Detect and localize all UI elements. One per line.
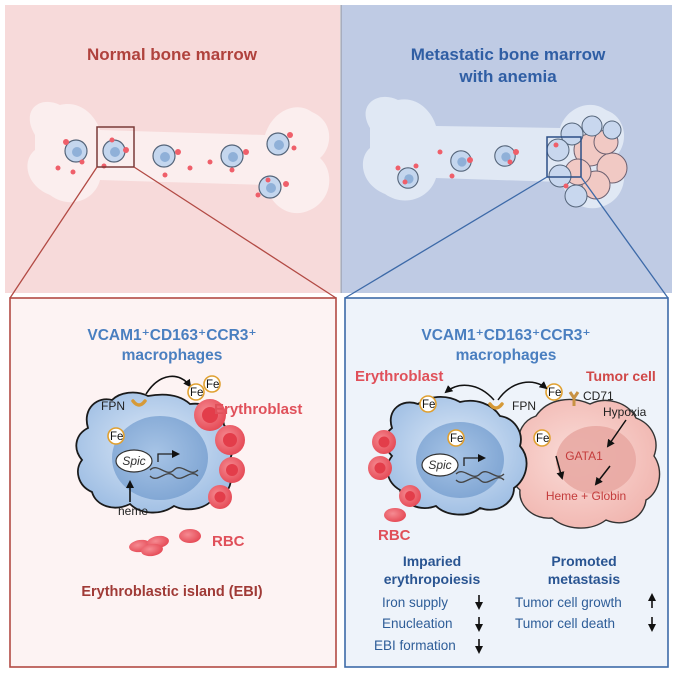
promoted-title-2: metastasis	[548, 571, 621, 587]
svg-text:Fe: Fe	[422, 399, 435, 411]
normal-fe-in: Fe	[107, 427, 125, 445]
normal-heme-label: heme	[118, 504, 148, 518]
metastatic-fpn-label: FPN	[512, 399, 536, 413]
normal-title: Normal bone marrow	[87, 45, 258, 64]
hypoxia-arrow	[606, 419, 627, 448]
normal-fpn-label: FPN	[101, 399, 125, 413]
svg-text:Spic: Spic	[122, 454, 145, 468]
metastatic-erythroblasts	[368, 430, 421, 507]
svg-text:Fe: Fe	[110, 431, 123, 443]
svg-text:Fe: Fe	[548, 387, 561, 399]
normal-macrophage	[75, 391, 234, 514]
heme-globin-label: Heme + Globin	[546, 489, 626, 503]
promoted-item-death: Tumor cell death	[515, 616, 615, 631]
normal-macrophage-label-2: macrophages	[122, 347, 223, 364]
metastatic-rbc-label: RBC	[378, 527, 411, 544]
svg-text:Fe: Fe	[206, 379, 219, 391]
metastatic-erythroblast-label: Erythroblast	[355, 368, 443, 385]
tumor-cell-label: Tumor cell	[586, 368, 656, 384]
normal-rbc-label: RBC	[212, 533, 245, 550]
impaired-item-iron-supply: Iron supply	[382, 595, 448, 610]
promoted-item-growth: Tumor cell growth	[515, 595, 622, 610]
normal-bone	[27, 101, 330, 214]
tumor-fe: Fe Fe	[533, 383, 563, 447]
metastatic-zoom-box	[546, 136, 582, 178]
hypoxia-label: Hypoxia	[603, 405, 647, 419]
normal-fe-arrow	[145, 375, 192, 395]
normal-erythroblast-label: Erythroblast	[214, 401, 302, 418]
metastatic-macrophage-label-1: VCAM1⁺CD163⁺CCR3⁺	[421, 327, 590, 344]
normal-fpn-channel	[131, 399, 147, 407]
normal-macrophage-label-1: VCAM1⁺CD163⁺CCR3⁺	[87, 327, 256, 344]
promoted-title-1: Promoted	[551, 553, 616, 569]
svg-text:Spic: Spic	[428, 458, 451, 472]
normal-fe-out: Fe Fe	[187, 375, 221, 401]
metastatic-cd71-receptor	[568, 391, 580, 406]
metastatic-fe-arrow-right	[497, 381, 548, 401]
metastatic-fe-arrow-left	[444, 384, 495, 401]
metastatic-macrophage-label-2: macrophages	[456, 347, 557, 364]
metastatic-title-1: Metastatic bone marrow	[411, 45, 606, 64]
impaired-item-ebi-formation: EBI formation	[374, 638, 456, 653]
metastatic-rbc-group	[384, 508, 406, 522]
normal-zoom-box	[96, 126, 135, 168]
svg-text:Fe: Fe	[450, 433, 463, 445]
normal-rbc-group	[129, 529, 201, 557]
tumor-fe-arrow	[555, 455, 565, 480]
gata1-arrow	[594, 465, 611, 486]
svg-text:Fe: Fe	[536, 433, 549, 445]
metastatic-fe: Fe Fe	[419, 395, 465, 447]
impaired-title-2: erythropoiesis	[384, 571, 481, 587]
metastatic-tumor-cluster	[546, 115, 628, 208]
metastatic-title-2: with anemia	[458, 67, 557, 86]
impaired-title-1: Imparied	[403, 553, 461, 569]
normal-erythroblasts	[194, 399, 245, 509]
metastatic-fpn-channel	[488, 402, 504, 410]
metastatic-cd71-label: CD71	[583, 389, 614, 403]
svg-text:Fe: Fe	[190, 387, 203, 399]
impaired-item-enucleation: Enucleation	[382, 616, 453, 631]
normal-spic-gene: Spic	[115, 449, 199, 479]
metastatic-spic-gene: Spic	[421, 453, 505, 483]
metastatic-marrow-cells	[395, 145, 519, 189]
normal-marrow-cells	[55, 132, 297, 199]
normal-ebi-label: Erythroblastic island (EBI)	[81, 584, 262, 600]
gata1-label: GATA1	[565, 449, 603, 463]
metastatic-macrophage	[384, 396, 528, 516]
